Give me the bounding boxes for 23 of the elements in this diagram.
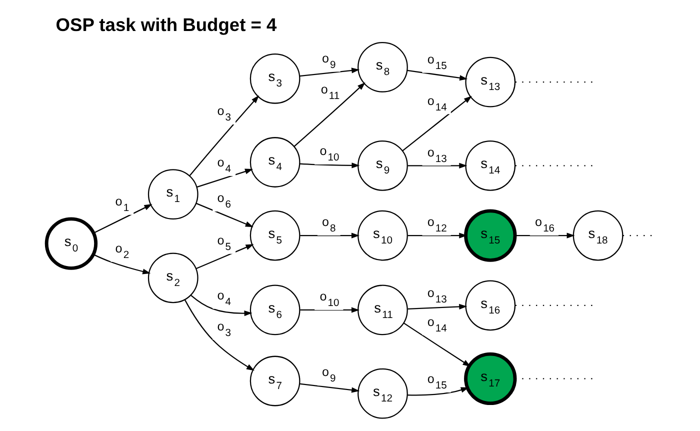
edge-label: o$_{4}$ [216,288,230,308]
edge-label: o$_{6}$ [216,191,230,211]
edge-label: o$_{13}$ [426,286,446,306]
edge-label: o$_{10}$ [319,144,339,164]
edge-label: o$_{4}$ [216,156,230,176]
edge-label: o$_{10}$ [319,290,339,310]
edge-label: o$_{15}$ [426,52,446,72]
edge-label: o$_{12}$ [426,215,446,235]
edge-label: o$_{9}$ [322,51,336,71]
edge-label: o$_{3}$ [216,104,230,124]
edge-label: o$_{14}$ [426,314,446,334]
edge-label: o$_{5}$ [216,233,230,253]
edge-label: o$_{3}$ [216,319,230,339]
edge-label: o$_{13}$ [426,145,446,165]
edge-label: o$_{16}$ [534,215,554,235]
edge-label: o$_{2}$ [114,241,129,261]
diagram-title: OSP task with Budget = 4 [55,14,276,35]
edge-label: o$_{14}$ [426,94,446,114]
edge-label: o$_{15}$ [426,372,446,392]
edge-label: o$_{1}$ [114,194,129,214]
edge-label: o$_{8}$ [322,215,336,235]
edge-label: o$_{11}$ [320,82,340,102]
edge-label: o$_{9}$ [322,365,336,385]
